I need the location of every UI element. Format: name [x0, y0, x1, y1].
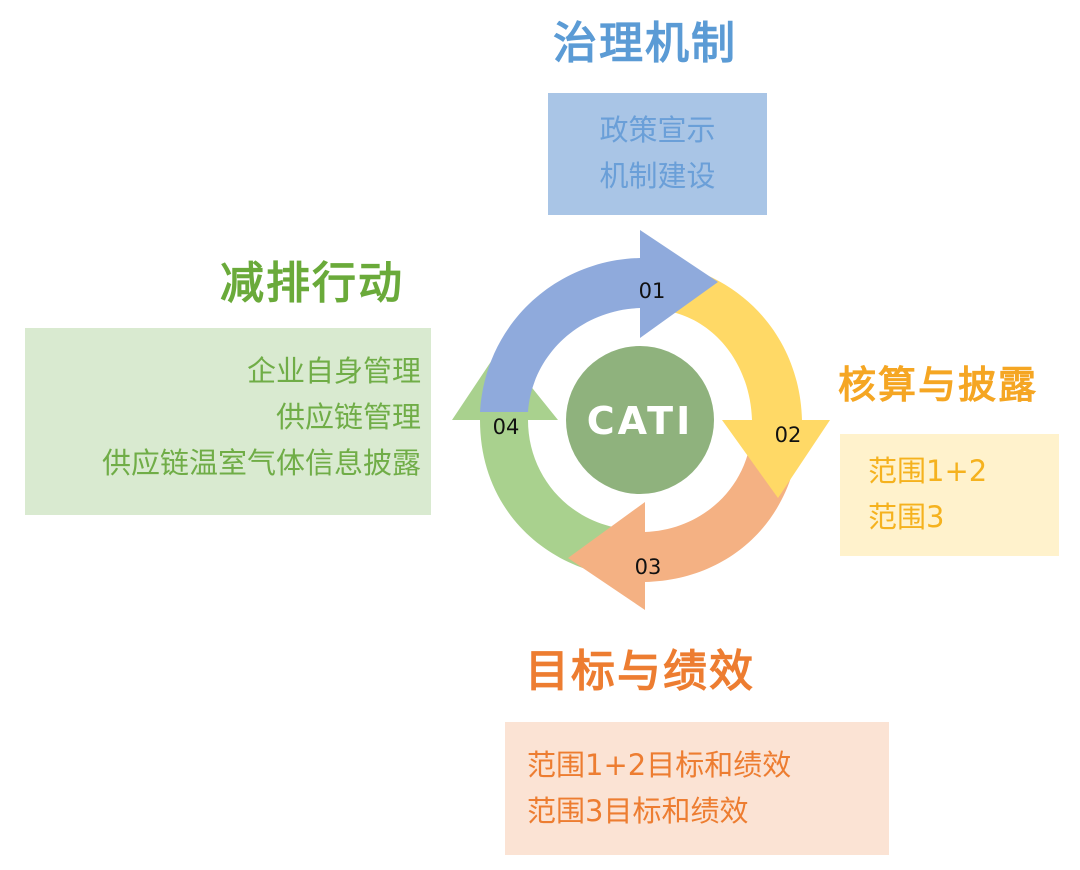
center-label: CATI	[587, 399, 693, 443]
reduction-box: 企业自身管理 供应链管理 供应链温室气体信息披露	[25, 328, 431, 515]
targets-item: 范围1+2目标和绩效	[527, 748, 792, 782]
governance-title: 治理机制	[553, 18, 737, 69]
number-02: 02	[775, 423, 802, 447]
reduction-item: 供应链管理	[275, 400, 421, 434]
number-03: 03	[635, 555, 662, 579]
accounting-item: 范围1+2	[868, 454, 988, 488]
number-01: 01	[639, 279, 666, 303]
governance-item: 机制建设	[599, 159, 716, 193]
accounting-title: 核算与披露	[838, 363, 1039, 407]
accounting-box: 范围1+2 范围3	[840, 434, 1059, 556]
targets-item: 范围3目标和绩效	[527, 794, 749, 828]
number-04: 04	[493, 415, 520, 439]
segment-01-arrow	[480, 230, 718, 412]
center-circle	[566, 346, 714, 494]
reduction-item: 供应链温室气体信息披露	[101, 446, 421, 480]
governance-item: 政策宣示	[599, 113, 716, 147]
targets-box: 范围1+2目标和绩效 范围3目标和绩效	[505, 722, 889, 855]
accounting-item: 范围3	[868, 500, 945, 534]
reduction-item: 企业自身管理	[246, 354, 421, 388]
reduction-title: 减排行动	[220, 258, 404, 309]
targets-title: 目标与绩效	[525, 646, 755, 697]
cycle-diagram: CATI 01 02 03 04	[452, 230, 830, 610]
governance-box: 政策宣示 机制建设	[548, 93, 767, 215]
segment-02-arrow	[660, 262, 830, 498]
segment-03-arrow	[568, 430, 800, 610]
